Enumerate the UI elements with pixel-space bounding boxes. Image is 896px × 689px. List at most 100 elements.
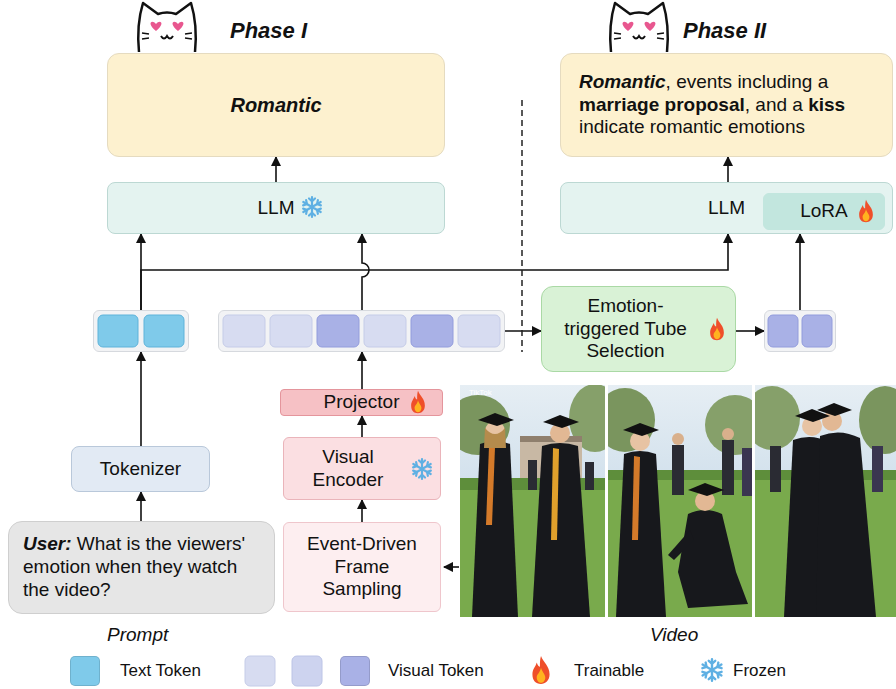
visual-token-squares xyxy=(317,315,359,347)
video-frame xyxy=(755,385,896,617)
token-group xyxy=(218,310,505,352)
node-text: indicate romantic emotions xyxy=(579,116,805,137)
node-text: , events including a xyxy=(666,71,829,92)
video-frame xyxy=(672,433,684,445)
output-box: Romantic, events including a marriage pr… xyxy=(560,53,893,157)
node-text: Visual Encoder xyxy=(313,446,384,490)
selected-token-squares xyxy=(802,315,832,347)
cat-icon xyxy=(138,3,196,52)
video-frame xyxy=(742,448,752,496)
flow-arrow xyxy=(140,492,142,521)
node-text: marriage proposal xyxy=(579,94,745,115)
node-text: Tokenizer xyxy=(100,458,181,479)
flow-arrow xyxy=(361,500,363,522)
cat-icon xyxy=(142,33,192,39)
snow-icon xyxy=(304,197,322,217)
video-frame xyxy=(551,448,559,540)
legend-swatch xyxy=(340,656,370,686)
node-text: Event-Driven Frame Sampling xyxy=(307,533,417,600)
legend-sample-squares xyxy=(245,656,275,686)
flow-arrow xyxy=(799,234,801,310)
llm-box: LLM xyxy=(107,182,445,234)
node-text: Emotion-triggered Tube Selection xyxy=(564,295,687,362)
fire-icon xyxy=(411,390,425,412)
selected-token-squares xyxy=(768,315,798,347)
phase-title: Phase II xyxy=(683,18,766,44)
video-frame xyxy=(859,386,896,454)
fire-icon xyxy=(526,655,556,685)
video-frame xyxy=(608,388,655,452)
visual-token-squares xyxy=(223,315,500,347)
cat-icon xyxy=(614,33,664,39)
token-group-fills xyxy=(219,311,505,352)
flow-arrow xyxy=(361,416,363,437)
snow-icon xyxy=(410,457,434,481)
output-box: Romantic xyxy=(107,53,445,157)
video-frame xyxy=(608,385,752,617)
selection-box: Emotion-triggered Tube Selection xyxy=(541,286,736,372)
video-arrow xyxy=(444,566,459,568)
legend-sample-squares xyxy=(292,656,322,686)
fire-icon xyxy=(705,317,729,341)
fire-icon xyxy=(854,199,878,223)
text-block: LLM xyxy=(258,197,295,220)
legend-swatch xyxy=(70,656,100,686)
node-text: User: xyxy=(23,533,72,554)
cat-icon xyxy=(151,22,162,31)
token-group xyxy=(93,310,189,352)
encoder-box: Visual Encoder xyxy=(283,437,441,500)
sampling-box: Event-Driven Frame Sampling xyxy=(283,522,441,612)
video-frame xyxy=(585,462,594,490)
text-block: Event-Driven Frame Sampling xyxy=(300,533,425,601)
video-frame xyxy=(817,403,852,416)
panel-caption: Prompt xyxy=(107,624,168,647)
projector-box: Projector xyxy=(280,389,443,416)
watermark: TikTok xyxy=(469,388,492,398)
visual-token-squares xyxy=(458,315,500,347)
flow-arrow xyxy=(736,330,764,332)
text-block: Romantic, events including a marriage pr… xyxy=(579,71,874,139)
video-frame xyxy=(668,530,694,560)
token-group-fills xyxy=(94,311,189,352)
text-block: Emotion-triggered Tube Selection xyxy=(550,295,701,363)
panel-caption: Video xyxy=(650,624,698,647)
legend-sample-squares xyxy=(245,656,322,686)
text-token-squares xyxy=(98,315,138,347)
video-frame xyxy=(688,483,724,496)
cat-icon xyxy=(138,3,196,52)
text-block: LLM xyxy=(708,197,745,220)
tokenizer-box: Tokenizer xyxy=(71,446,210,492)
text-block: User: What is the viewers' emotion when … xyxy=(23,533,260,601)
video-frame xyxy=(722,440,734,495)
prompt-box: User: What is the viewers' emotion when … xyxy=(8,521,275,614)
video-frame xyxy=(543,415,579,428)
visual-token-squares xyxy=(364,315,406,347)
node-text: Projector xyxy=(323,391,399,412)
text-block: Projector xyxy=(323,391,399,414)
video-frame xyxy=(678,510,748,608)
fire-icon xyxy=(406,390,430,414)
flow-arrow xyxy=(727,157,729,182)
phase-title: Phase I xyxy=(230,18,307,44)
selected-token-squares xyxy=(768,315,832,347)
snow-icon xyxy=(702,659,721,681)
video-frame xyxy=(616,451,666,617)
node-text: Romantic xyxy=(579,71,666,92)
video-frame xyxy=(472,441,518,617)
text-block: Visual Encoder xyxy=(292,446,404,492)
token-group-fills xyxy=(765,311,836,352)
llm-box: LLMLoRA xyxy=(560,182,893,234)
node-text: LLM xyxy=(708,197,745,218)
legend-text: Text Token xyxy=(120,661,201,681)
node-text: , and a xyxy=(745,94,803,115)
token-group xyxy=(764,310,836,352)
video-frame xyxy=(623,423,659,436)
fire-icon xyxy=(710,318,724,340)
cat-icon xyxy=(610,3,668,52)
video-frame xyxy=(770,446,781,492)
snow-icon xyxy=(699,657,725,683)
phase-divider xyxy=(521,100,523,352)
node-text: kiss xyxy=(808,94,845,115)
flow-arrow xyxy=(275,157,277,182)
